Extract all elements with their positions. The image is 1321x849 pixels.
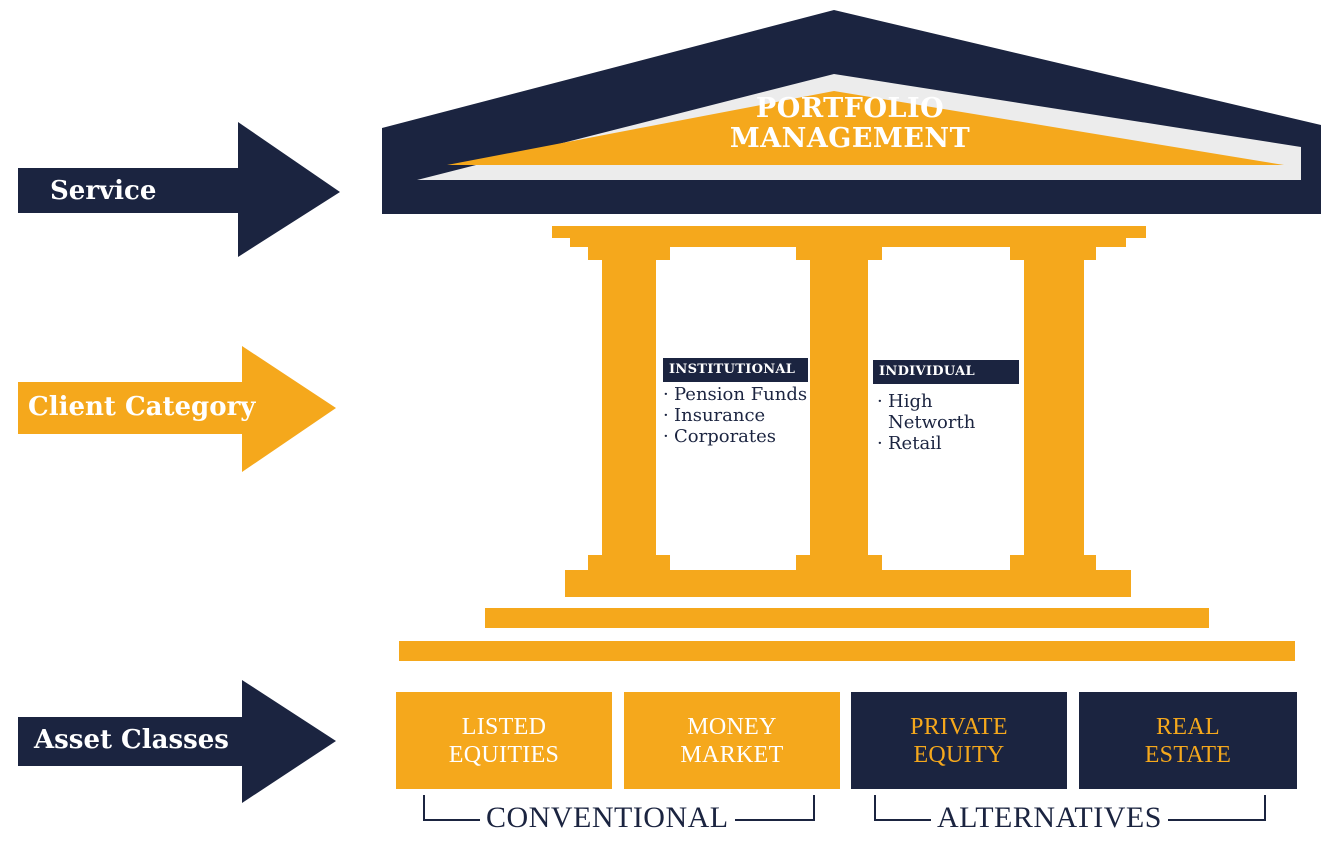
asset-class-line1: PRIVATE (910, 713, 1008, 740)
asset-class-line1: REAL (1156, 713, 1220, 740)
base-plinth (565, 570, 1131, 597)
list-item: Corporates (663, 426, 808, 447)
column-left (588, 246, 670, 571)
step-lower (399, 641, 1295, 661)
asset-class-real-estate: REAL ESTATE (1079, 692, 1297, 789)
asset-class-listed-equities: LISTED EQUITIES (396, 692, 612, 789)
asset-class-line2: MARKET (680, 741, 784, 768)
list-item: Insurance (663, 405, 808, 426)
group-label-alternatives: ALTERNATIVES (931, 798, 1168, 838)
client-category-individual: INDIVIDUAL High Networth Retail (873, 360, 1019, 454)
step-upper (485, 608, 1209, 628)
asset-class-line2: EQUITIES (448, 741, 560, 768)
roof-pediment (447, 91, 1284, 165)
asset-class-line1: MONEY (687, 713, 777, 740)
client-category-arrow-icon (18, 346, 336, 472)
client-category-list: High Networth Retail (873, 391, 999, 454)
service-arrow-icon (18, 122, 340, 257)
entablature-top (552, 226, 1146, 238)
asset-class-line1: LISTED (461, 713, 547, 740)
asset-class-line2: ESTATE (1144, 741, 1232, 768)
asset-classes-arrow-icon (18, 680, 336, 803)
asset-class-line2: EQUITY (913, 741, 1005, 768)
asset-class-money-market: MONEY MARKET (624, 692, 840, 789)
roof-title-line2: MANAGEMENT (729, 123, 971, 154)
list-item: Pension Funds (663, 384, 808, 405)
client-category-header: INSTITUTIONAL (663, 358, 808, 382)
group-label-conventional: CONVENTIONAL (480, 798, 735, 838)
client-category-label: Client Category (28, 392, 256, 422)
portfolio-management-title: PORTFOLIO MANAGEMENT (690, 94, 1010, 154)
column-middle (796, 246, 882, 571)
asset-classes-label: Asset Classes (34, 725, 229, 755)
entablature-bottom (570, 237, 1126, 247)
roof-title-line1: PORTFOLIO (755, 93, 945, 124)
column-right (1010, 246, 1096, 571)
client-category-header: INDIVIDUAL (873, 360, 1019, 384)
service-label: Service (50, 176, 157, 206)
asset-class-private-equity: PRIVATE EQUITY (851, 692, 1067, 789)
list-item: High Networth (877, 391, 999, 433)
client-category-list: Pension Funds Insurance Corporates (663, 384, 808, 447)
client-category-institutional: INSTITUTIONAL Pension Funds Insurance Co… (663, 358, 808, 447)
list-item: Retail (877, 433, 999, 454)
